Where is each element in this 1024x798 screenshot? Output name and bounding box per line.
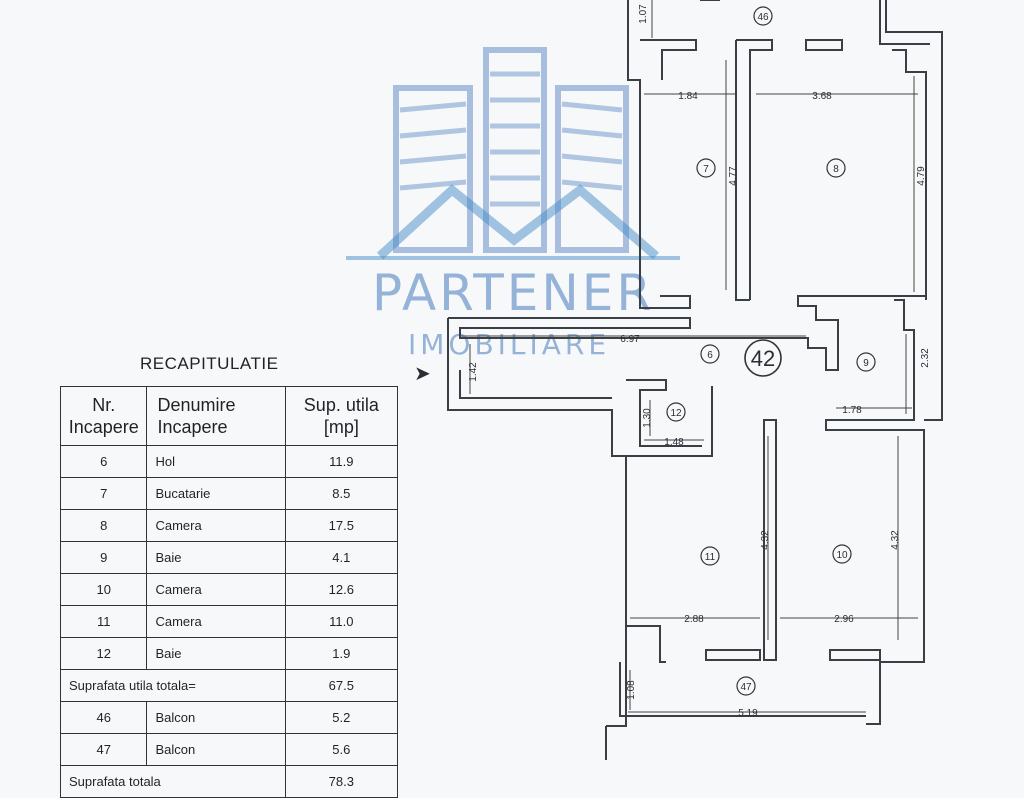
wall [892,49,927,300]
room-marker-circle [856,352,876,372]
room-marker: 7 [703,164,709,175]
dimension-label: 2.96 [834,614,854,625]
wall [627,0,691,309]
room-marker-circle [826,158,846,178]
room-marker: 11 [705,552,716,563]
wall [879,0,930,45]
dimension-label: 3.68 [812,91,832,102]
dimension-label: 1.42 [468,362,479,382]
wall [735,40,750,301]
wall [626,386,713,457]
room-marker: 8 [833,164,839,175]
recap-title: RECAPITULATIE [140,354,279,373]
room-area: 11.0 [284,605,399,638]
total-label: Suprafata utila totala= [60,669,286,702]
room-marker: 12 [670,408,682,419]
wall [829,649,881,661]
dimension-label: 4.79 [916,166,927,186]
wall [825,299,925,725]
wall [640,39,697,80]
room-nr: 6 [59,445,148,478]
room-area: 12.6 [284,573,399,606]
dimension-label: 1.84 [678,91,698,102]
wall [448,295,926,371]
dimension-label: 1.78 [842,405,862,416]
room-marker: 9 [863,358,869,369]
room-marker-circle [736,676,756,696]
entry-arrow-icon: ➤ [414,363,431,385]
dimension-label: 2.88 [684,614,704,625]
room-marker-circle [753,6,773,26]
wall [805,39,843,51]
room-marker: 6 [707,350,713,361]
dimension-label: 6.97 [620,334,640,345]
dimension-label: 1.07 [638,4,649,24]
dimension-label: 1.48 [664,437,684,448]
wall [763,419,777,661]
room-name: Balcon [146,733,286,766]
wall [626,379,702,447]
wall [447,318,627,727]
wall [459,370,612,399]
room-area: 11.9 [284,445,399,478]
room-area: 8.5 [284,477,399,510]
header-nr: Nr.Incapere [59,386,148,446]
room-marker-circle [666,402,686,422]
wall [705,649,761,661]
room-marker: 10 [836,550,848,561]
room-marker-circle [700,546,720,566]
dimension-label: 5.19 [738,708,758,719]
room-name: Camera [146,605,286,638]
room-nr: 11 [59,605,148,638]
room-marker-circle [700,344,720,364]
dimension-label: 1.08 [626,680,637,700]
partial-value: 78.3 [284,765,399,798]
partial-total-row: Suprafata totala 78.3 [60,765,399,798]
dimension-label: 2.32 [920,348,931,368]
room-area: 5.2 [284,701,399,734]
dimension-label: 4.32 [760,530,771,550]
apartment-number: 42 [751,346,775,371]
floor-plan: 46 7 8 6 9 12 11 10 47 1.07 1.84 3.68 4.77 4.79 6.97 1.… [414,0,943,760]
room-marker-circle [696,158,716,178]
dimension-label: 4.77 [728,166,739,186]
room-marker: 46 [757,12,769,23]
room-nr: 10 [59,573,148,606]
wall [736,39,773,300]
wall [626,625,666,663]
room-marker: 47 [740,682,752,693]
wall [885,0,943,421]
apartment-number-circle [744,339,782,377]
room-marker-circle [832,544,852,564]
room-nr: 9 [59,541,148,574]
header-area: Sup. utila[mp] [284,386,399,446]
room-area: 4.1 [284,541,399,574]
room-name: Baie [146,637,286,670]
room-name: Hol [146,445,286,478]
dimension-label: 1.30 [642,408,653,428]
room-nr: 47 [59,733,148,766]
wall [619,662,866,717]
room-nr: 12 [59,637,148,670]
room-name: Baie [146,541,286,574]
room-nr: 46 [59,701,148,734]
partial-label: Suprafata totala [60,765,286,798]
room-nr: 7 [59,477,148,510]
dimension-label: 4.32 [890,530,901,550]
